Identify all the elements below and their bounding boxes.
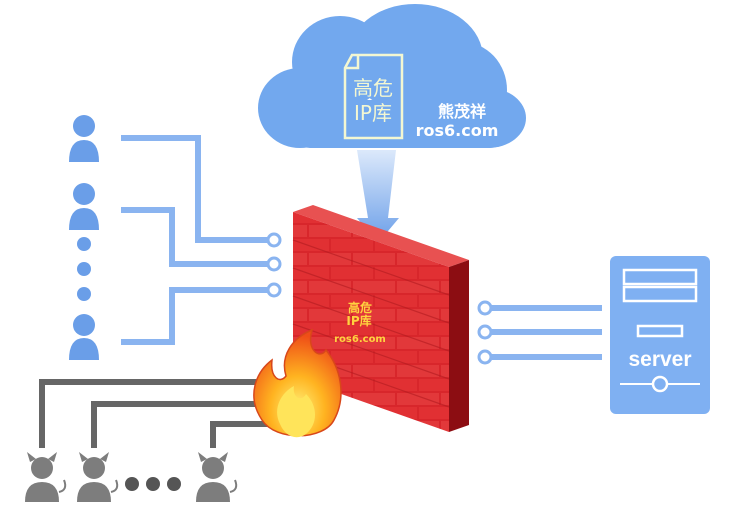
- wall-label-line-3: ros6.com: [334, 334, 386, 345]
- server-connector-lines: [490, 305, 602, 360]
- user-icon: [69, 183, 99, 230]
- user-group: [69, 115, 99, 360]
- port-node: [266, 282, 282, 298]
- user-connector-lines: [121, 135, 271, 345]
- fire-icon: [253, 328, 342, 438]
- document-icon: 高危 IP库: [343, 53, 404, 140]
- user-icon: [69, 115, 99, 162]
- port-node: [477, 349, 493, 365]
- threat-intel-cloud: 高危 IP库 熊茂祥 ros6.com: [258, 4, 526, 148]
- devil-icon: [25, 452, 67, 502]
- wall-side: [449, 260, 469, 432]
- vertical-ellipsis-icon: [77, 237, 91, 301]
- devil-icon: [77, 452, 119, 502]
- port-node: [477, 324, 493, 340]
- cloud-shape: [258, 4, 526, 148]
- attacker-connector-lines: [39, 379, 275, 448]
- port-node: [266, 232, 282, 248]
- wall-label-line-1: 高危: [348, 300, 372, 315]
- wall-top: [293, 205, 469, 267]
- server-label: server: [628, 348, 691, 371]
- brand-url: ros6.com: [416, 121, 499, 140]
- down-arrow-icon: [357, 150, 399, 243]
- port-node: [266, 256, 282, 272]
- devil-icon: [196, 452, 238, 502]
- horizontal-ellipsis-icon: [125, 477, 181, 491]
- firewall-output-ports: [477, 300, 493, 365]
- wall-label-line-2: IP库: [346, 313, 371, 328]
- port-node: [477, 300, 493, 316]
- server-icon: server: [610, 256, 710, 414]
- brand-name: 熊茂祥: [438, 102, 486, 121]
- firewall-input-ports: [266, 232, 282, 298]
- attacker-group: [25, 452, 238, 502]
- document-line-2: IP库: [354, 101, 392, 125]
- user-icon: [69, 314, 99, 360]
- document-line-1: 高危: [353, 76, 393, 100]
